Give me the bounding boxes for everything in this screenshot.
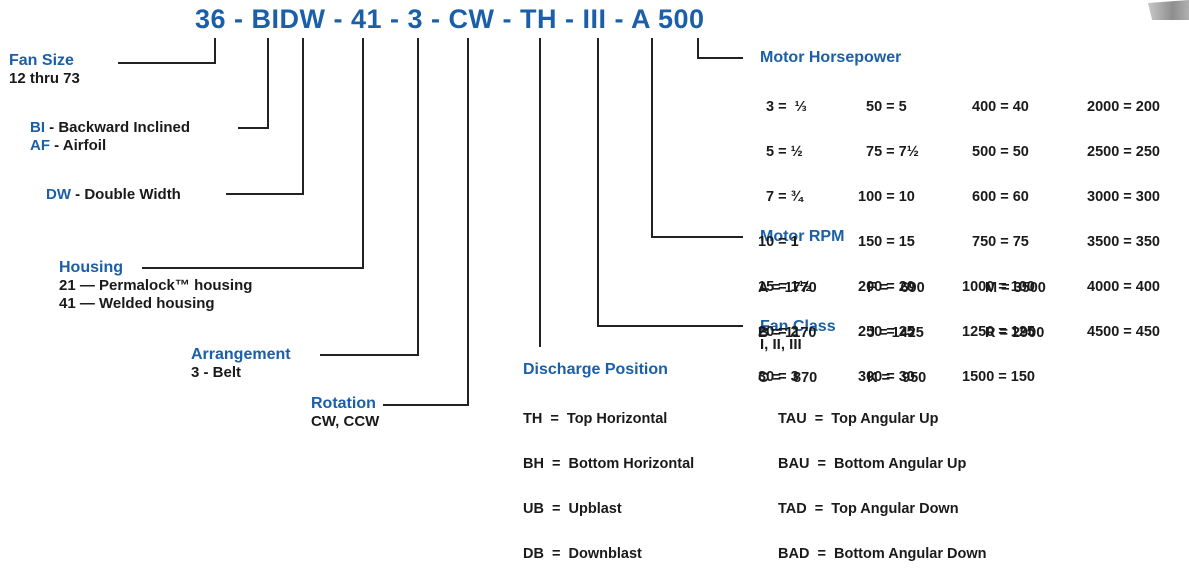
motor-hp-col: 3 = ⅓ 5 = ½ 7 = ¾ 10 = 1 15 = 1½ 20 = 2 … bbox=[758, 70, 811, 400]
fan-size-block: Fan Size 12 thru 73 bbox=[9, 52, 80, 88]
wheel-type-desc: - Airfoil bbox=[54, 137, 107, 154]
hp-item: 5 = ½ bbox=[766, 144, 803, 160]
wheel-type-abbr: AF bbox=[30, 137, 50, 154]
arrangement-block: Arrangement 3 - Belt bbox=[191, 346, 291, 382]
rpm-item: F = 690 bbox=[867, 280, 925, 296]
width-abbr: DW bbox=[46, 186, 71, 203]
motor-rpm-col: M = 3500 R = 2900 bbox=[985, 251, 1046, 356]
discharge-item: BH = Bottom Horizontal bbox=[523, 456, 695, 472]
housing-item: 21 — Permalock™ housing bbox=[59, 277, 253, 294]
housing-heading: Housing bbox=[59, 259, 123, 276]
hp-item: 1250 = 125 bbox=[962, 324, 1035, 340]
rpm-item: B = 1170 bbox=[758, 325, 817, 341]
discharge-item: BAD = Bottom Angular Down bbox=[778, 546, 987, 562]
connector-fan-size bbox=[118, 38, 216, 64]
hp-item: 500 = 50 bbox=[972, 144, 1029, 160]
rotation-block: Rotation CW, CCW bbox=[311, 395, 379, 431]
discharge-item: TH = Top Horizontal bbox=[523, 411, 668, 427]
motor-hp-col: 2000 = 200 2500 = 250 3000 = 300 3500 = … bbox=[1087, 70, 1160, 355]
motor-rpm-col: A = 1770 B = 1170 C = 870 bbox=[758, 251, 817, 401]
discharge-item: TAD = Top Angular Down bbox=[778, 501, 959, 517]
hp-item: 10 = 1 bbox=[758, 234, 799, 250]
rpm-item: R = 2900 bbox=[985, 325, 1045, 341]
hp-item: 30 = 3 bbox=[758, 369, 799, 385]
connector-motor-rpm bbox=[651, 38, 743, 238]
housing-block: Housing 21 — Permalock™ housing 41 — Wel… bbox=[59, 259, 252, 313]
discharge-item: DB = Downblast bbox=[523, 546, 642, 562]
rpm-item: J = 1425 bbox=[867, 325, 924, 341]
fan-size-value: 12 thru 73 bbox=[9, 70, 80, 87]
discharge-right-list: TAU = Top Angular Up BAU = Bottom Angula… bbox=[778, 382, 987, 577]
hp-item: 300 = 30 bbox=[858, 369, 915, 385]
connector-rotation bbox=[383, 38, 469, 406]
hp-item: 7 = ¾ bbox=[766, 189, 803, 205]
hp-item: 2500 = 250 bbox=[1087, 144, 1160, 160]
motor-hp-col: 400 = 40 500 = 50 600 = 60 750 = 75 1000… bbox=[962, 70, 1035, 400]
fan-class-value: I, II, III bbox=[760, 336, 802, 353]
model-number-code: 36 - BIDW - 41 - 3 - CW - TH - III - A 5… bbox=[195, 4, 705, 34]
connector-motor-hp bbox=[697, 38, 743, 59]
wheel-type-desc: - Backward Inclined bbox=[49, 119, 191, 136]
hp-item: 2000 = 200 bbox=[1087, 99, 1160, 115]
motor-hp-heading: Motor Horsepower bbox=[760, 49, 902, 66]
rotation-heading: Rotation bbox=[311, 395, 376, 412]
hp-item: 600 = 60 bbox=[972, 189, 1029, 205]
arrangement-value: 3 - Belt bbox=[191, 364, 242, 381]
hp-item: 20 = 2 bbox=[758, 324, 799, 340]
rpm-item: C = 870 bbox=[758, 370, 818, 386]
fan-image-fragment bbox=[1148, 0, 1189, 20]
connector-arrangement bbox=[320, 38, 419, 356]
discharge-item: BAU = Bottom Angular Up bbox=[778, 456, 967, 472]
discharge-left-list: TH = Top Horizontal BH = Bottom Horizont… bbox=[523, 382, 694, 577]
hp-item: 75 = 7½ bbox=[866, 144, 919, 160]
arrangement-heading: Arrangement bbox=[191, 346, 291, 363]
hp-item: 50 = 5 bbox=[866, 99, 907, 115]
housing-item: 41 — Welded housing bbox=[59, 295, 215, 312]
connector-width bbox=[226, 38, 304, 195]
discharge-item: TAU = Top Angular Up bbox=[778, 411, 939, 427]
discharge-heading: Discharge Position bbox=[523, 361, 668, 378]
motor-hp-col: 50 = 5 75 = 7½ 100 = 10 150 = 15 200 = 2… bbox=[858, 70, 919, 400]
wheel-type-item: BI - Backward Inclined bbox=[30, 119, 190, 137]
fan-class-block: Fan Class I, II, III bbox=[760, 318, 836, 354]
rpm-item: K = 950 bbox=[867, 370, 927, 386]
connector-fan-class bbox=[597, 38, 743, 327]
motor-rpm-heading-wrap: Motor RPM bbox=[760, 228, 844, 246]
connector-wheel-type bbox=[238, 38, 269, 129]
fan-class-heading: Fan Class bbox=[760, 318, 836, 335]
hp-item: 200 = 20 bbox=[858, 279, 915, 295]
connector-housing bbox=[142, 38, 364, 269]
rpm-item: A = 1770 bbox=[758, 280, 817, 296]
hp-item: 1000 = 100 bbox=[962, 279, 1035, 295]
hp-item: 4000 = 400 bbox=[1087, 279, 1160, 295]
motor-rpm-heading: Motor RPM bbox=[760, 228, 845, 245]
hp-item: 400 = 40 bbox=[972, 99, 1029, 115]
discharge-heading-wrap: Discharge Position bbox=[523, 361, 668, 379]
hp-item: 250 = 25 bbox=[858, 324, 915, 340]
hp-item: 150 = 15 bbox=[858, 234, 915, 250]
discharge-item: UB = Upblast bbox=[523, 501, 622, 517]
width-desc: - Double Width bbox=[75, 186, 181, 203]
motor-rpm-col: F = 690 J = 1425 K = 950 bbox=[867, 251, 926, 401]
hp-item: 3 = ⅓ bbox=[766, 99, 807, 115]
connector-lines bbox=[118, 38, 743, 406]
width-block: DW - Double Width bbox=[46, 186, 181, 204]
hp-item: 3500 = 350 bbox=[1087, 234, 1160, 250]
hp-item: 4500 = 450 bbox=[1087, 324, 1160, 340]
rotation-value: CW, CCW bbox=[311, 413, 380, 430]
fan-size-heading: Fan Size bbox=[9, 52, 74, 69]
hp-item: 100 = 10 bbox=[858, 189, 915, 205]
hp-item: 750 = 75 bbox=[972, 234, 1029, 250]
hp-item: 15 = 1½ bbox=[758, 279, 811, 295]
motor-hp-heading-wrap: Motor Horsepower bbox=[760, 49, 901, 67]
rpm-item: M = 3500 bbox=[985, 280, 1046, 296]
wheel-type-block: BI - Backward Inclined AF - Airfoil bbox=[30, 119, 190, 155]
hp-item: 1500 = 150 bbox=[962, 369, 1035, 385]
wheel-type-abbr: BI bbox=[30, 119, 45, 136]
wheel-type-item: AF - Airfoil bbox=[30, 137, 190, 155]
hp-item: 3000 = 300 bbox=[1087, 189, 1160, 205]
